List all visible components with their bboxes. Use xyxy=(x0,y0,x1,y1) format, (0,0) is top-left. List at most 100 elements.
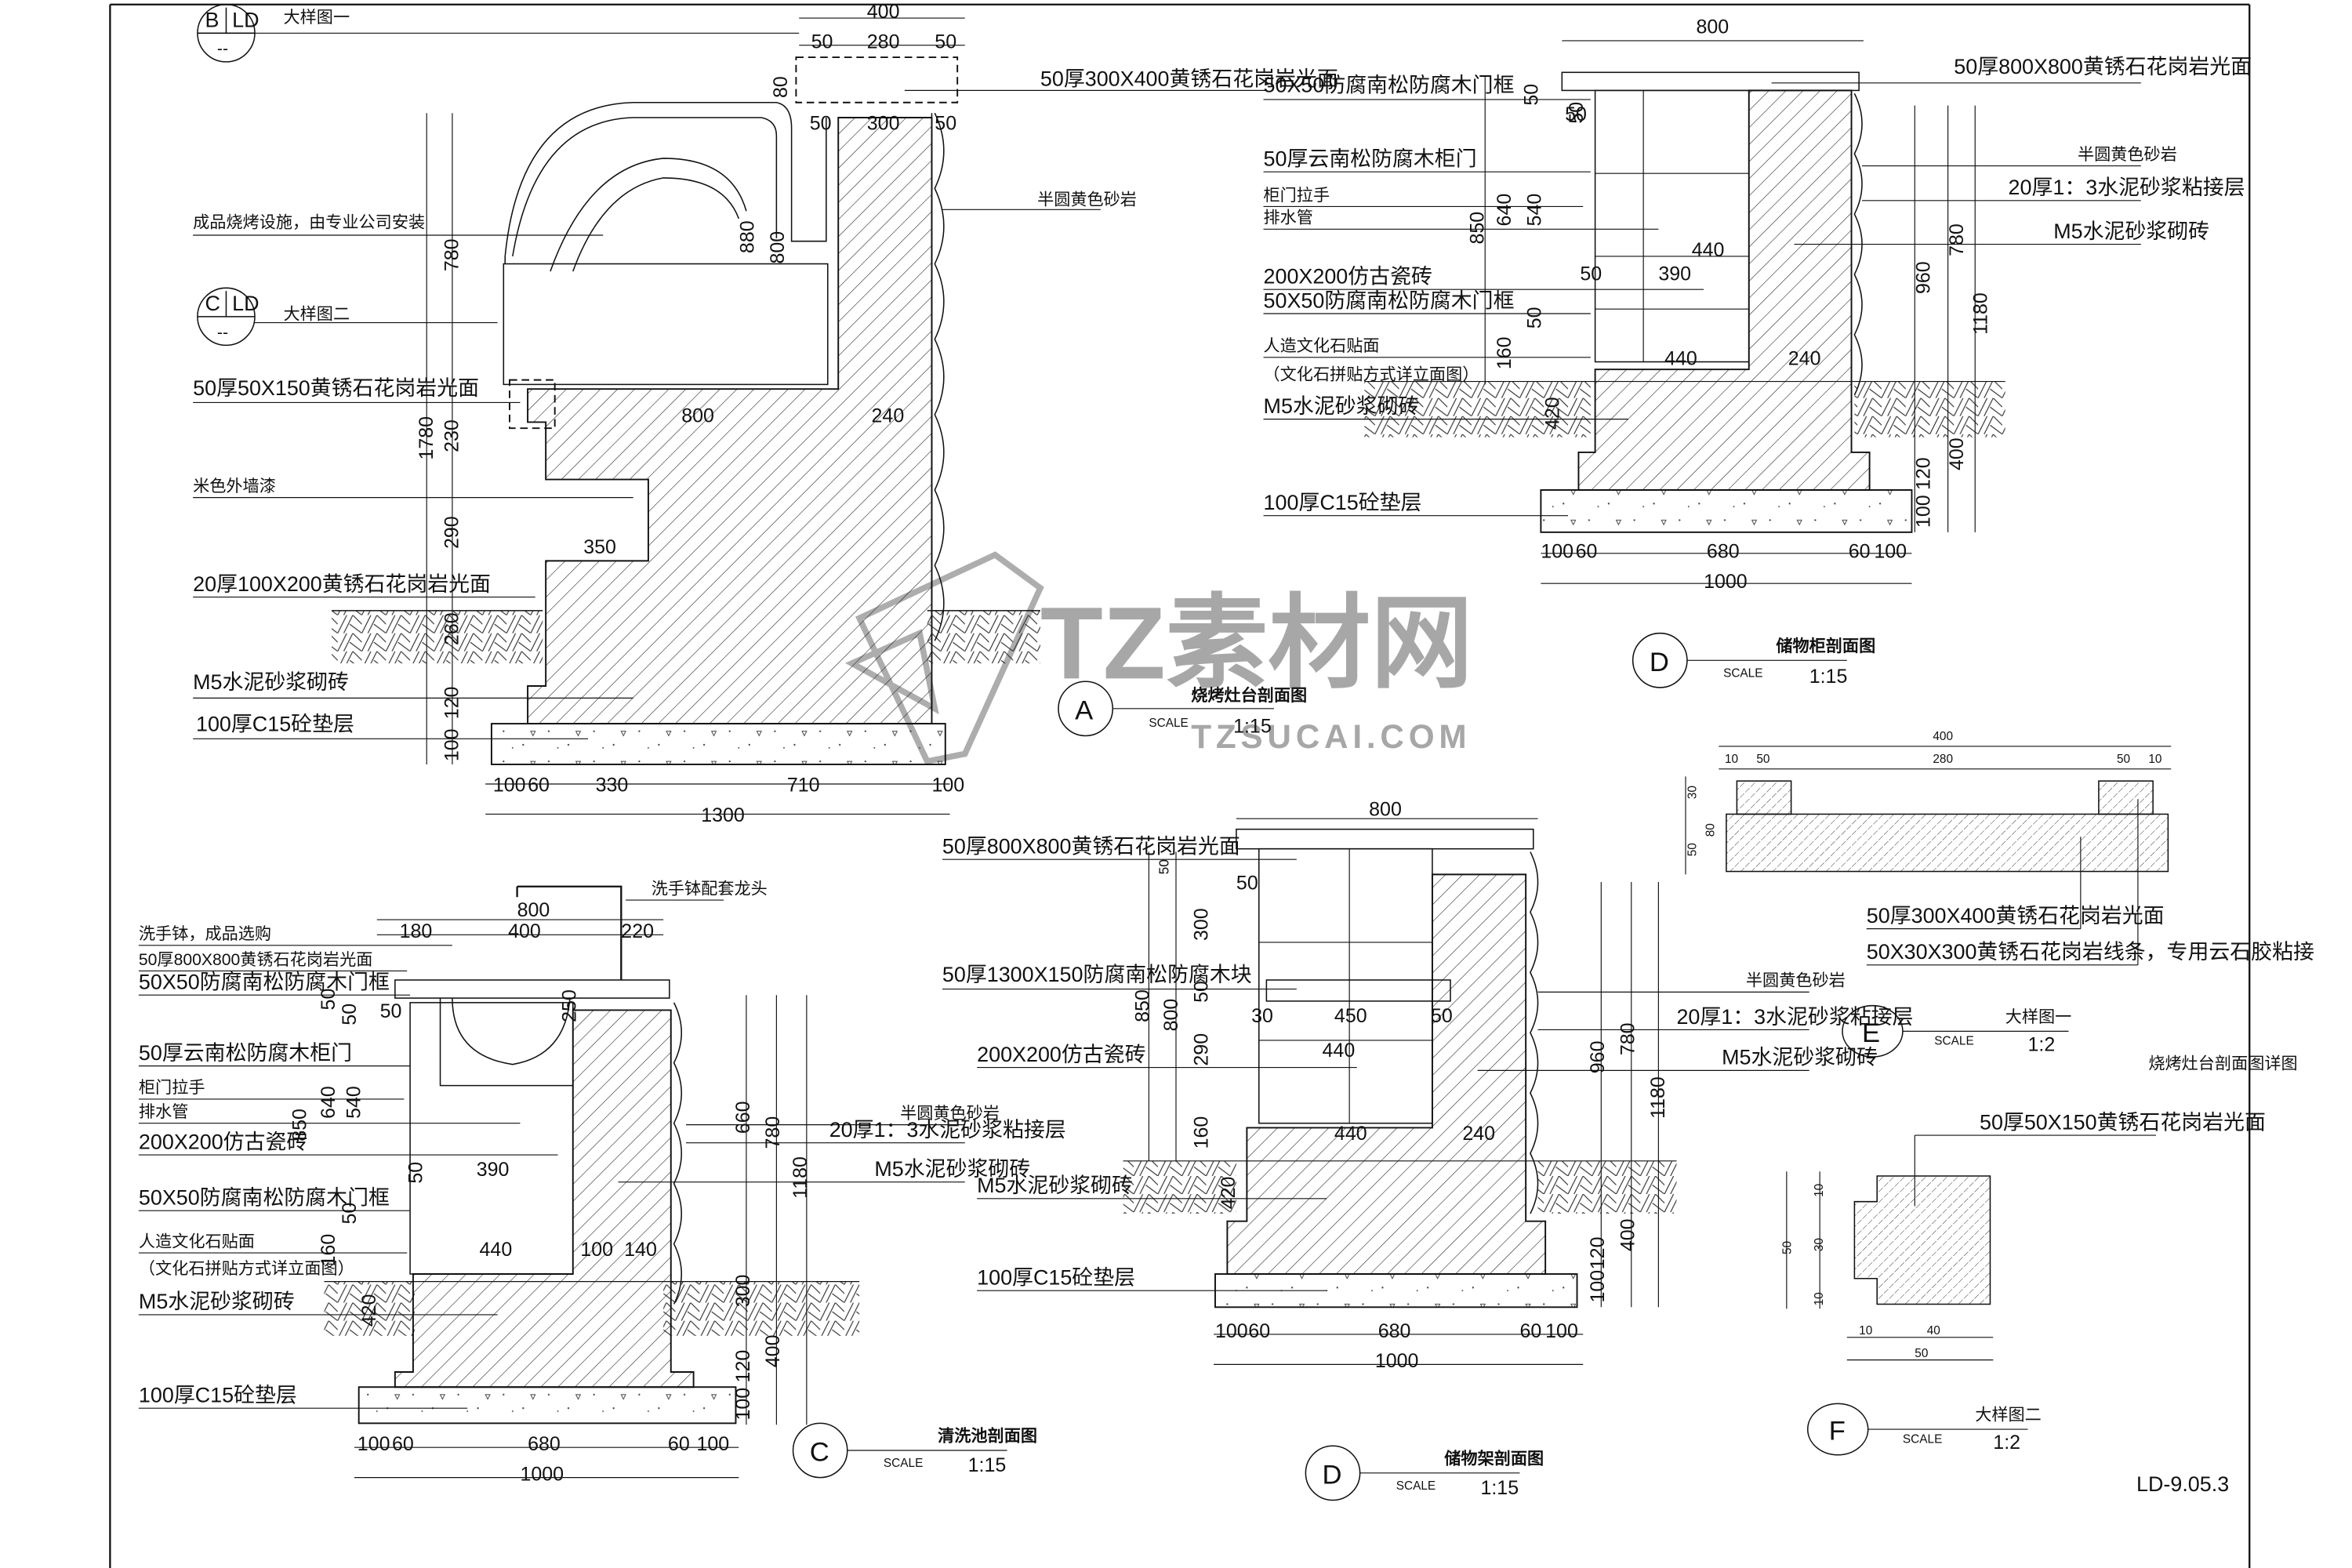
dim: 800 xyxy=(1369,798,1402,820)
dim: 100 xyxy=(931,775,964,797)
leader-label: 50厚300X400黄锈石花岗岩光面 xyxy=(1040,67,1338,91)
leader-label: 洗手钵配套龙头 xyxy=(652,879,768,898)
dim: 1180 xyxy=(1970,292,1992,335)
leader-label: （文化石拼贴方式详立面图） xyxy=(139,1259,354,1278)
dim: 50 xyxy=(1236,873,1258,895)
leader-label: 人造文化石贴面 xyxy=(1264,336,1380,355)
dim: 60 xyxy=(392,1433,414,1455)
leader-label: 排水管 xyxy=(139,1102,188,1121)
leader-label: 半圆黄色砂岩 xyxy=(1037,191,1137,209)
dim: 1780 xyxy=(416,416,437,460)
sheet-number: LD-9.05.3 xyxy=(2136,1472,2229,1496)
dim: 1000 xyxy=(1375,1350,1419,1372)
scale-value: 1:15 xyxy=(1809,666,1848,688)
dim: 160 xyxy=(1494,336,1515,369)
leader-label: M5水泥砂浆砌砖 xyxy=(1722,1046,1878,1069)
dim: 400 xyxy=(1933,730,1953,743)
dim: 30 xyxy=(1686,786,1699,799)
leader-label: 50厚800X800黄锈石花岗岩光面 xyxy=(942,834,1240,858)
dim: 280 xyxy=(1933,753,1953,766)
section-a-bbq-counter: 400 50 280 50 80 50 300 50 780 880 800 1… xyxy=(193,1,1338,826)
detail-title: 大样图一 xyxy=(2005,1007,2072,1026)
section-title-c: C 清洗池剖面图 SCALE 1:15 xyxy=(792,1422,1037,1479)
leader-label: M5水泥砂浆砌砖 xyxy=(139,1290,295,1313)
leader-label: 半圆黄色砂岩 xyxy=(2078,145,2177,164)
leader-label: 100厚C15砼垫层 xyxy=(977,1265,1135,1289)
dim: 140 xyxy=(624,1239,657,1261)
dim: 50 xyxy=(810,112,832,134)
ref-sheet: LD xyxy=(232,292,259,315)
dim: 50 xyxy=(339,1203,361,1225)
dim: 400 xyxy=(867,1,900,23)
dim: 50 xyxy=(935,31,956,53)
leader-label: M5水泥砂浆砌砖 xyxy=(1264,394,1420,418)
leader-label: （文化石拼贴方式详立面图） xyxy=(1264,365,1479,384)
dim: 400 xyxy=(508,920,541,942)
scale-value: 1:2 xyxy=(2028,1033,2056,1055)
dim: 80 xyxy=(1704,823,1718,837)
leader-label: 50厚1300X150防腐南松防腐木块 xyxy=(942,963,1252,986)
ref-dash: -- xyxy=(217,324,228,342)
dim: 400 xyxy=(1946,437,1968,470)
dim: 120 xyxy=(1587,1237,1609,1270)
dim: 50 xyxy=(811,31,833,53)
leader-label: 50厚800X800黄锈石花岗岩光面 xyxy=(1954,55,2252,78)
leader-label: 50X50防腐南松防腐木门框 xyxy=(139,1186,390,1210)
dim: 640 xyxy=(1494,194,1515,227)
section-mark: C xyxy=(810,1437,829,1467)
section-title: 烧烤灶台剖面图 xyxy=(1191,685,1307,705)
dim: 100 xyxy=(1545,1320,1578,1342)
scale-value: 1:15 xyxy=(1233,716,1272,738)
dim: 100 xyxy=(696,1433,729,1455)
dim: 450 xyxy=(1334,1005,1367,1027)
dim: 440 xyxy=(480,1239,513,1261)
leader-label: 20厚1：3水泥砂浆粘接层 xyxy=(2009,176,2245,199)
dim: 50 xyxy=(1190,981,1212,1003)
dim: 880 xyxy=(737,220,759,253)
leader-label: M5水泥砂浆砌砖 xyxy=(977,1174,1133,1197)
dim: 330 xyxy=(596,775,629,797)
watermark-brand: TZ素材网 xyxy=(1040,586,1473,700)
dim: 1180 xyxy=(1647,1076,1669,1119)
scale-value: 1:2 xyxy=(1993,1432,2020,1454)
dim: 220 xyxy=(621,920,654,942)
dim: 400 xyxy=(762,1335,784,1368)
dim: 290 xyxy=(1190,1033,1212,1066)
leader-label: 50X50防腐南松防腐木门框 xyxy=(1264,289,1515,312)
dim: 120 xyxy=(441,687,463,720)
dim: 390 xyxy=(477,1159,510,1181)
dim: 280 xyxy=(867,31,900,53)
leader-label: 100厚C15砼垫层 xyxy=(1264,491,1422,514)
dim: 250 xyxy=(559,989,581,1022)
leader-label: 排水管 xyxy=(1264,209,1313,227)
dim: 50 xyxy=(1156,859,1171,874)
dim: 390 xyxy=(1658,263,1691,285)
leader-label: 200X200仿古瓷砖 xyxy=(1264,265,1432,289)
section-title: 清洗池剖面图 xyxy=(938,1425,1037,1445)
section-mark: D xyxy=(1650,648,1669,677)
watermark-url: TZSUCAI.COM xyxy=(1191,718,1471,755)
dim: 800 xyxy=(517,899,550,921)
leader-label: 人造文化石贴面 xyxy=(139,1232,255,1250)
dim: 40 xyxy=(1927,1324,1940,1338)
dim: 50 xyxy=(1915,1347,1928,1360)
dim: 60 xyxy=(1519,1320,1541,1342)
leader-label: 50X50防腐南松防腐木门框 xyxy=(139,971,390,994)
dim: 540 xyxy=(1523,194,1545,227)
dim: 100 xyxy=(493,775,526,797)
dim: 50 xyxy=(1565,103,1587,125)
scale-label: SCALE xyxy=(1396,1479,1436,1493)
dim: 680 xyxy=(1378,1320,1411,1342)
leader-label: 半圆黄色砂岩 xyxy=(1746,971,1846,990)
dim: 960 xyxy=(1913,261,1935,294)
detail-ref-b[interactable]: B LD -- 大样图一 xyxy=(197,4,800,63)
detail-ref-c[interactable]: C LD -- 大样图二 xyxy=(197,287,498,347)
dim: 60 xyxy=(668,1433,690,1455)
section-title: 储物柜剖面图 xyxy=(1776,636,1875,655)
detail-f: 50厚50X150黄锈石花岗岩光面 50 10 30 10 10 40 50 F… xyxy=(1781,1110,2266,1456)
dim: 50 xyxy=(318,989,339,1011)
dim: 850 xyxy=(289,1109,310,1142)
dim: 240 xyxy=(1462,1123,1495,1145)
dim: 240 xyxy=(1788,347,1821,369)
dim: 640 xyxy=(318,1086,339,1119)
